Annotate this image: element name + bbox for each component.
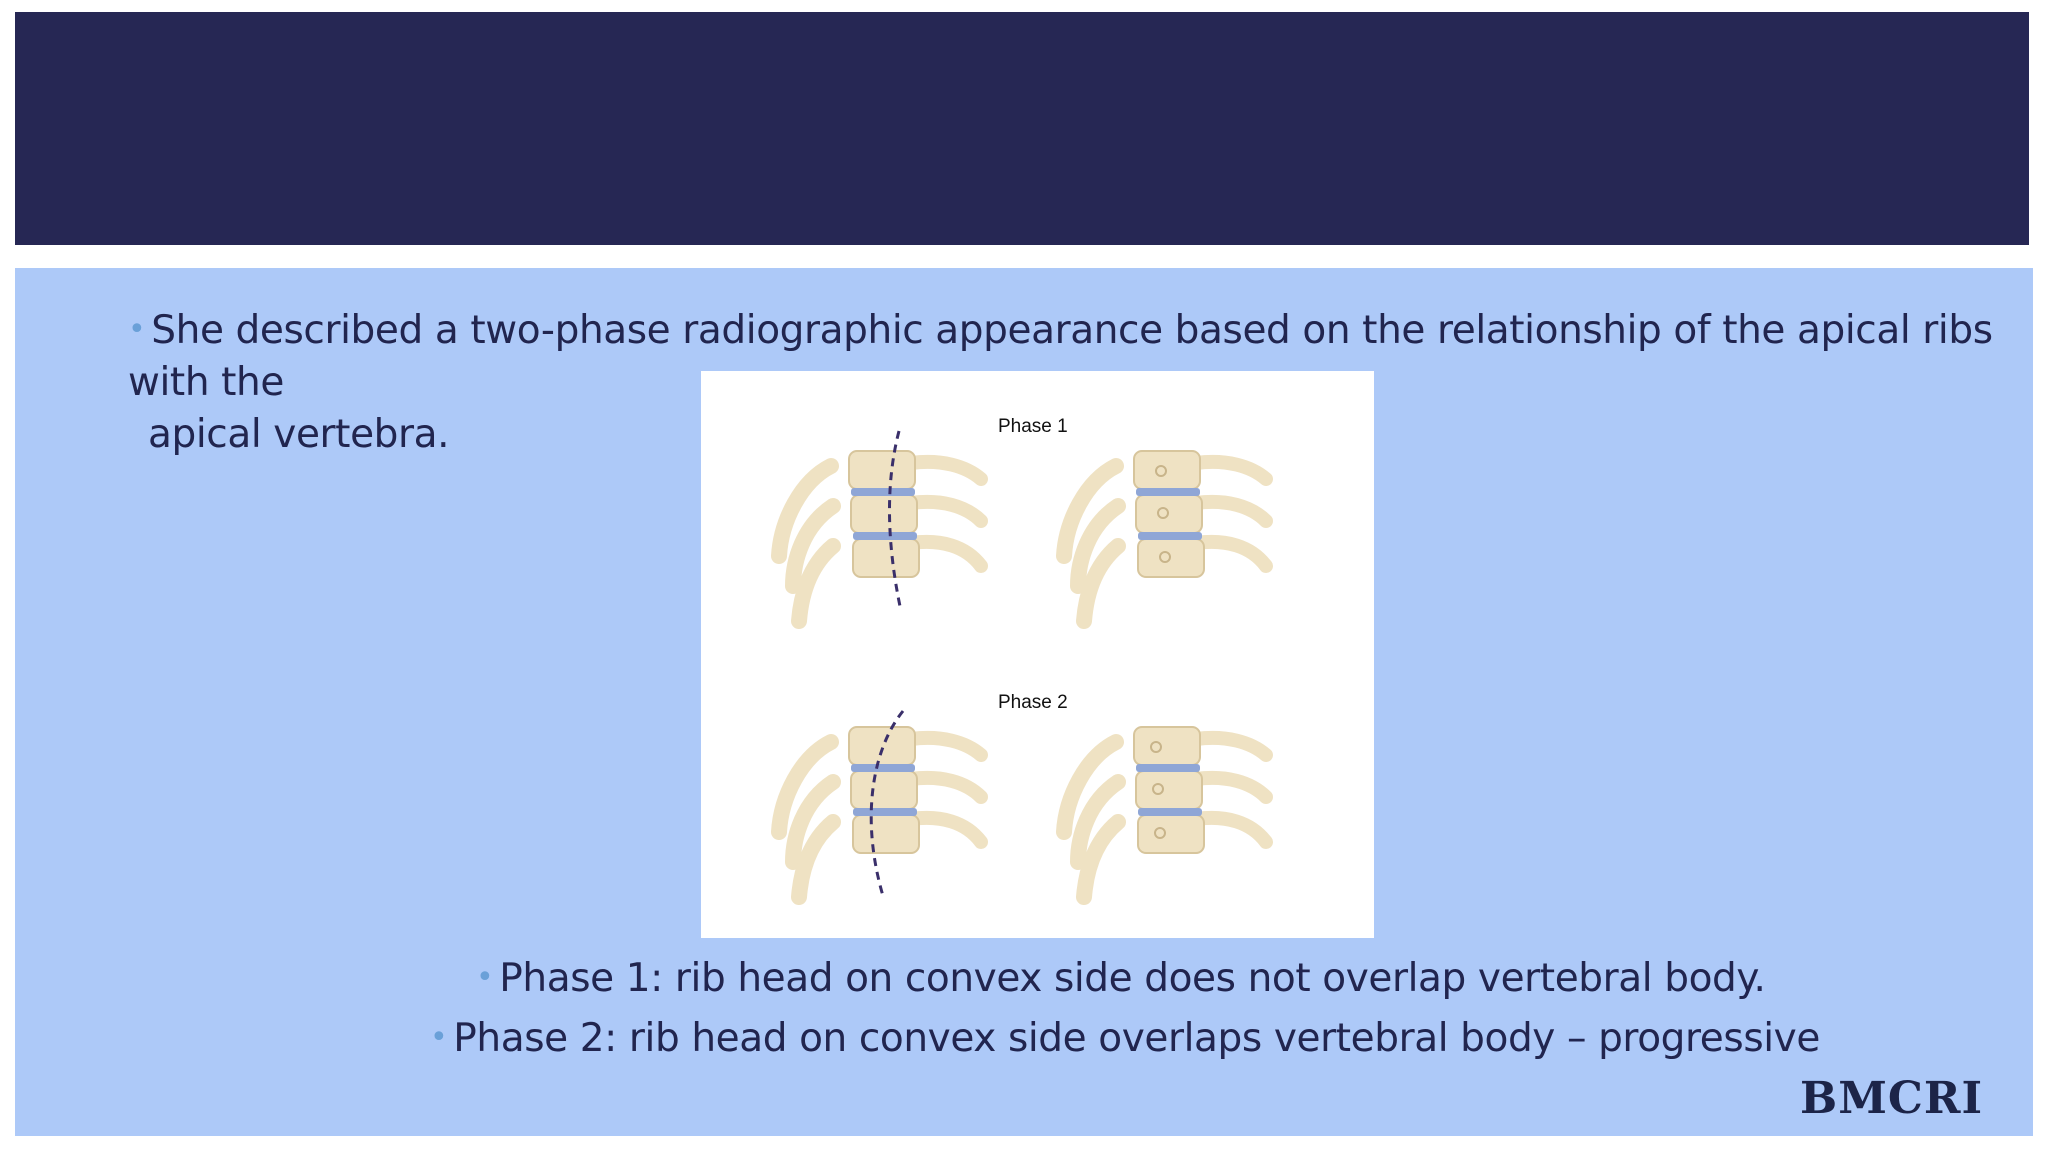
rib-vertebra-figure: Phase 1 Phase 2 xyxy=(701,371,1374,938)
title-bar xyxy=(15,12,2029,245)
bullet-intro: •She described a two-phase radiographic … xyxy=(128,304,1998,461)
bullet-icon: • xyxy=(430,1020,448,1055)
bullet-phase1: •Phase 1: rib head on convex side does n… xyxy=(476,952,1766,1005)
phase1-label: Phase 1 xyxy=(998,416,1068,437)
bullet-icon: • xyxy=(476,960,494,995)
bmcri-logo: BMCRI xyxy=(1800,1074,2010,1124)
phase2-label: Phase 2 xyxy=(998,692,1068,713)
bullet-icon: • xyxy=(128,312,146,347)
logo-text: BMCRI xyxy=(1800,1073,1984,1124)
spine-illustration xyxy=(701,430,1374,938)
bullet-phase2-text: Phase 2: rib head on convex side overlap… xyxy=(453,1016,1820,1061)
bullet-intro-line1: She described a two-phase radiographic a… xyxy=(128,308,1993,405)
bullet-phase1-text: Phase 1: rib head on convex side does no… xyxy=(499,956,1766,1001)
bullet-phase2: •Phase 2: rib head on convex side overla… xyxy=(430,1012,1820,1065)
bullet-intro-line2: apical vertebra. xyxy=(148,412,450,457)
